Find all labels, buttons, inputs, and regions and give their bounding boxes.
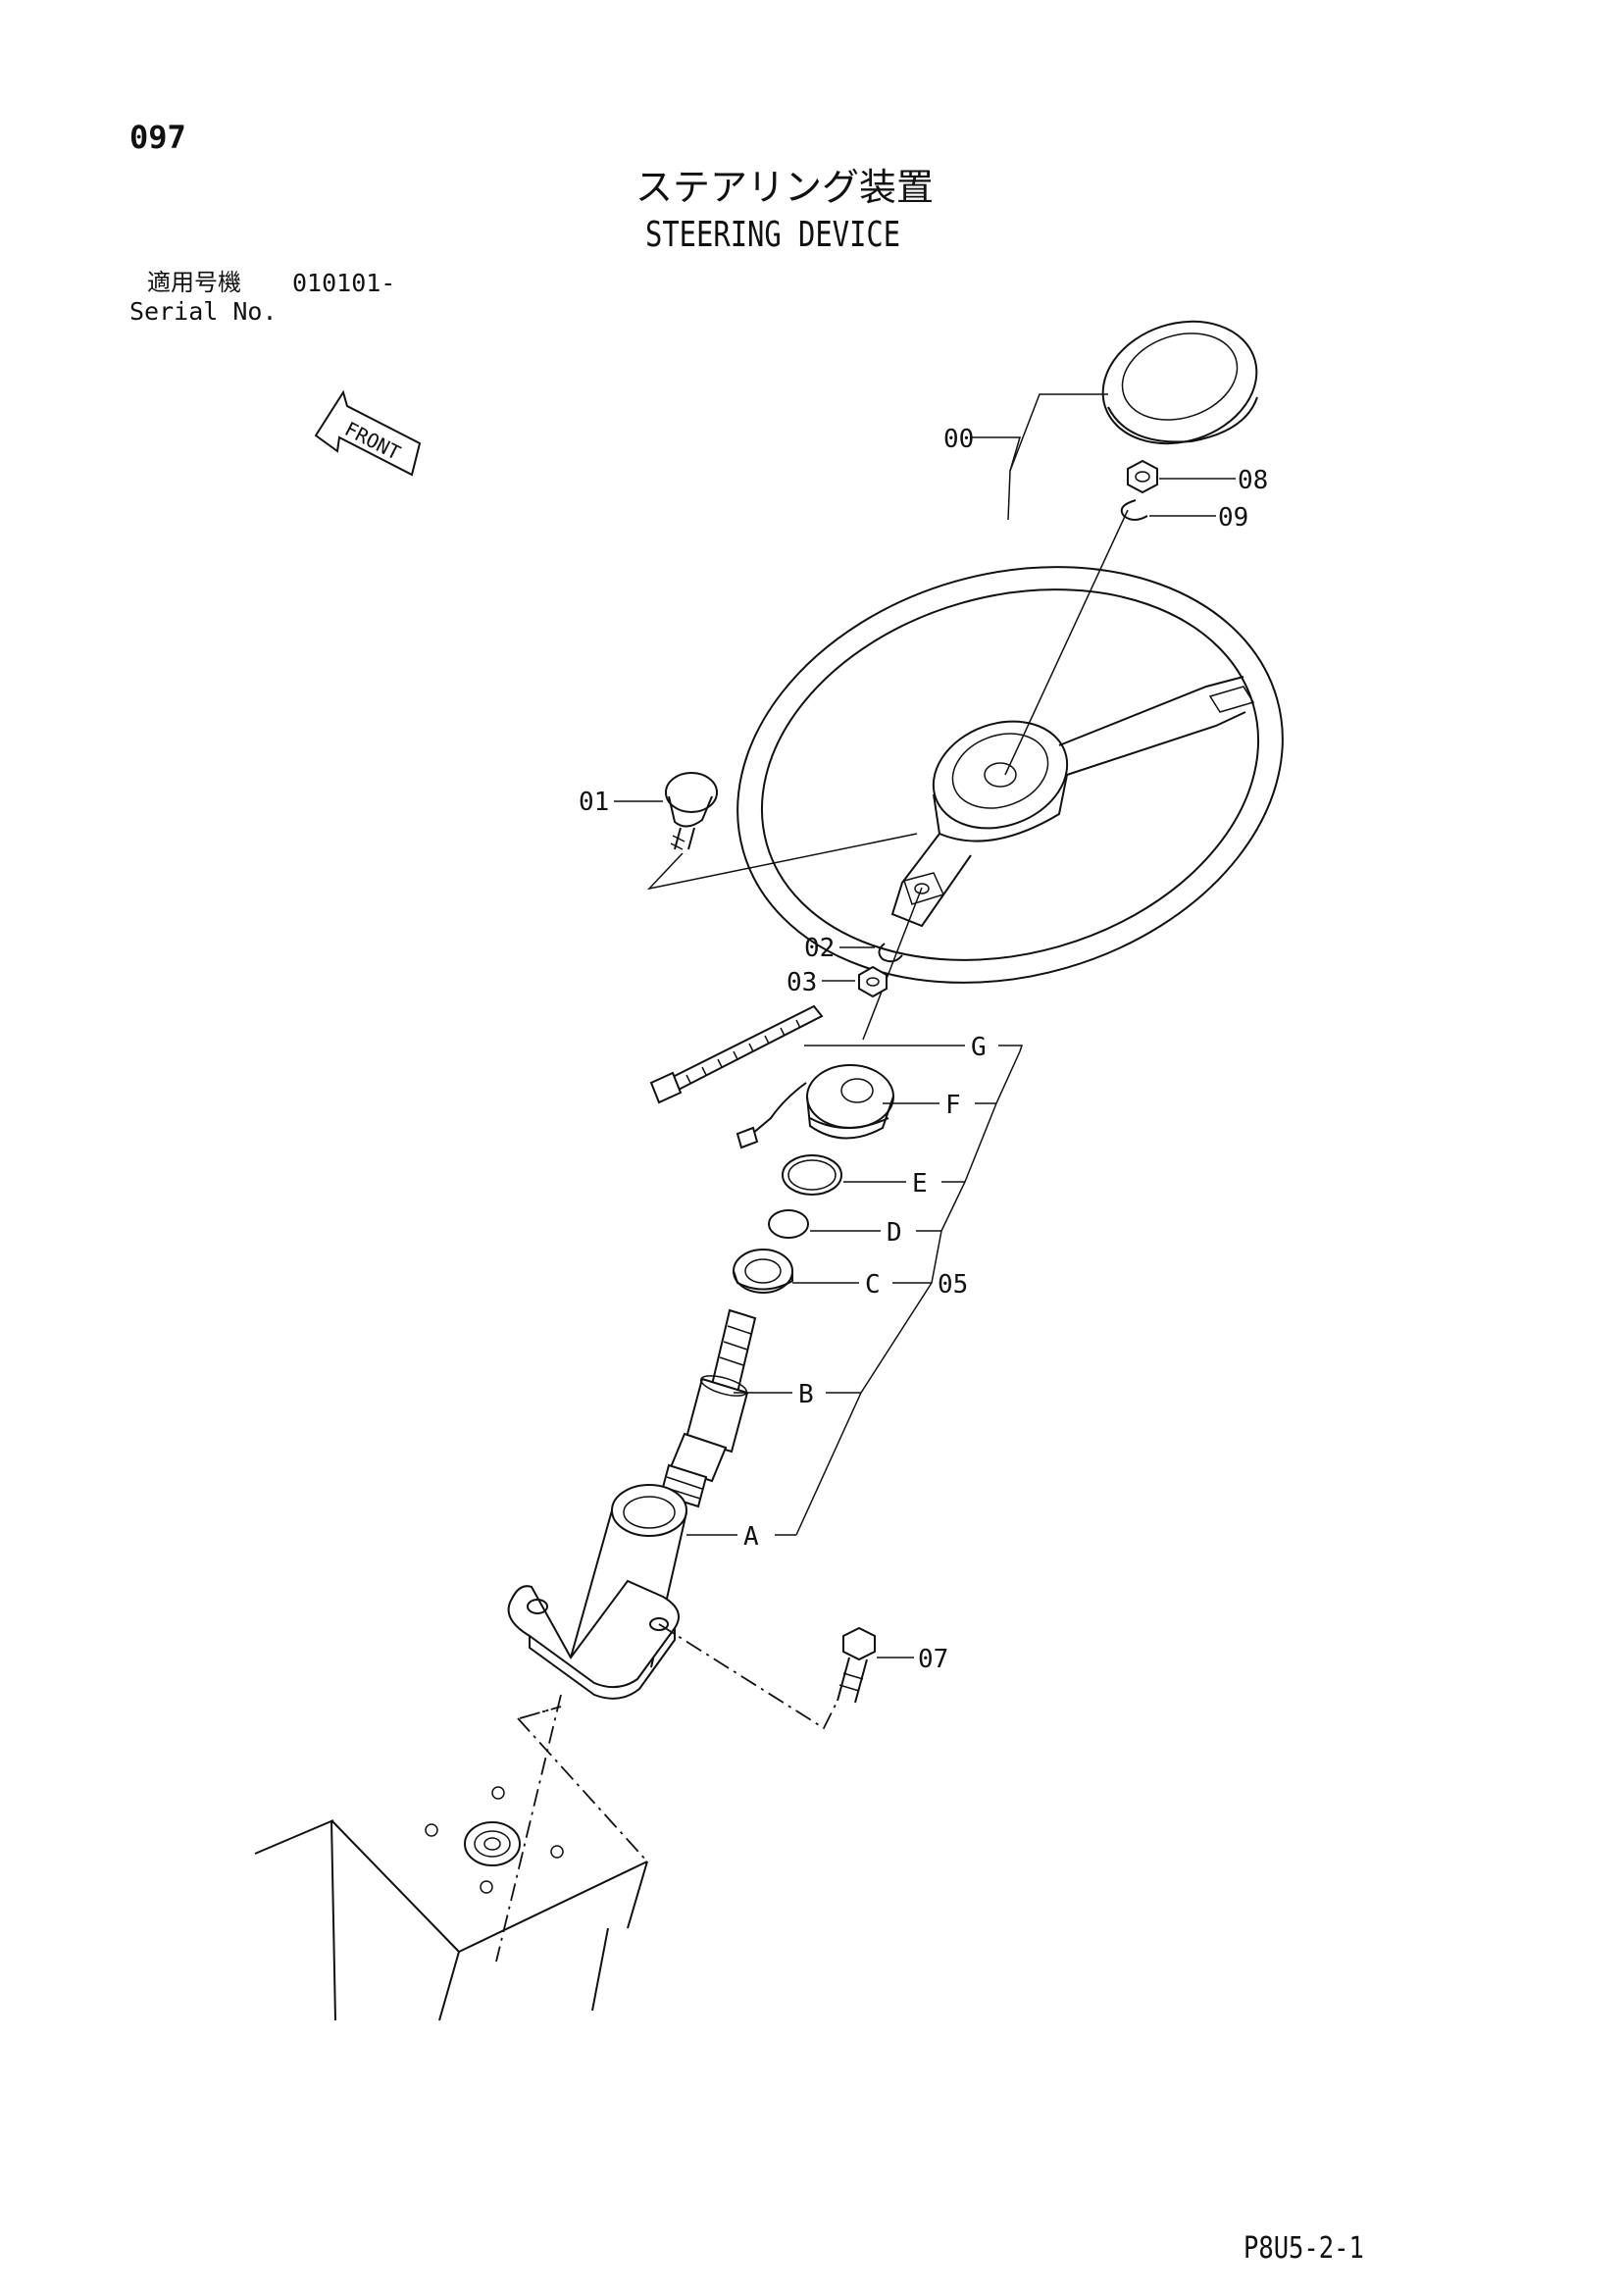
horn-switch-part-F (736, 1064, 894, 1149)
horn-cap-part (1101, 320, 1258, 445)
snap-ring-part-E (782, 1154, 842, 1196)
washer-part-02 (878, 943, 903, 963)
bearing-part-C (733, 1249, 793, 1294)
callout-05-label: 05 (938, 1270, 968, 1300)
serial-label-japanese: 適用号機 (147, 269, 241, 296)
steering-console-part (254, 1786, 648, 2021)
snap-ring-part-D (768, 1209, 809, 1239)
callout-C-label: C (865, 1270, 881, 1300)
callout-F-label: F (945, 1091, 961, 1120)
callout-D-label: D (887, 1218, 902, 1248)
page-number: 097 (129, 119, 186, 156)
serial-number-value: 010101- (292, 269, 396, 297)
callout-00-label: 00 (943, 425, 974, 454)
callout-B-label: B (798, 1380, 814, 1409)
callout-08-label: 08 (1238, 466, 1268, 495)
mounting-flange-part (507, 1579, 680, 1700)
callout-00: 00 (943, 393, 1108, 521)
callout-A-label: A (743, 1522, 759, 1552)
nut-part-08 (1127, 459, 1158, 494)
page-title-japanese: ステアリング装置 (635, 166, 935, 209)
page-title-english: STEERING DEVICE (645, 215, 901, 255)
front-arrow-label: FRONT (341, 417, 405, 465)
front-direction-arrow: FRONT (314, 389, 422, 477)
callout-G-label: G (971, 1033, 987, 1062)
steering-wheel-part (736, 566, 1284, 984)
callout-07-label: 07 (918, 1645, 948, 1674)
washer-part-09 (1120, 499, 1148, 521)
bolt-part-07 (837, 1626, 876, 1704)
callout-02-label: 02 (804, 934, 835, 963)
reference-code: P8U5-2-1 (1243, 2231, 1364, 2266)
nut-part-03 (858, 965, 888, 998)
callout-E-label: E (912, 1169, 928, 1199)
serial-label-english: Serial No. (129, 297, 278, 326)
bolt-part-01 (665, 772, 718, 850)
callout-01-label: 01 (579, 788, 609, 817)
callout-03-label: 03 (787, 968, 817, 997)
callout-09-label: 09 (1218, 503, 1248, 533)
steering-shaft-part-B (659, 1308, 757, 1508)
cable-tie-part-G (649, 1004, 824, 1104)
